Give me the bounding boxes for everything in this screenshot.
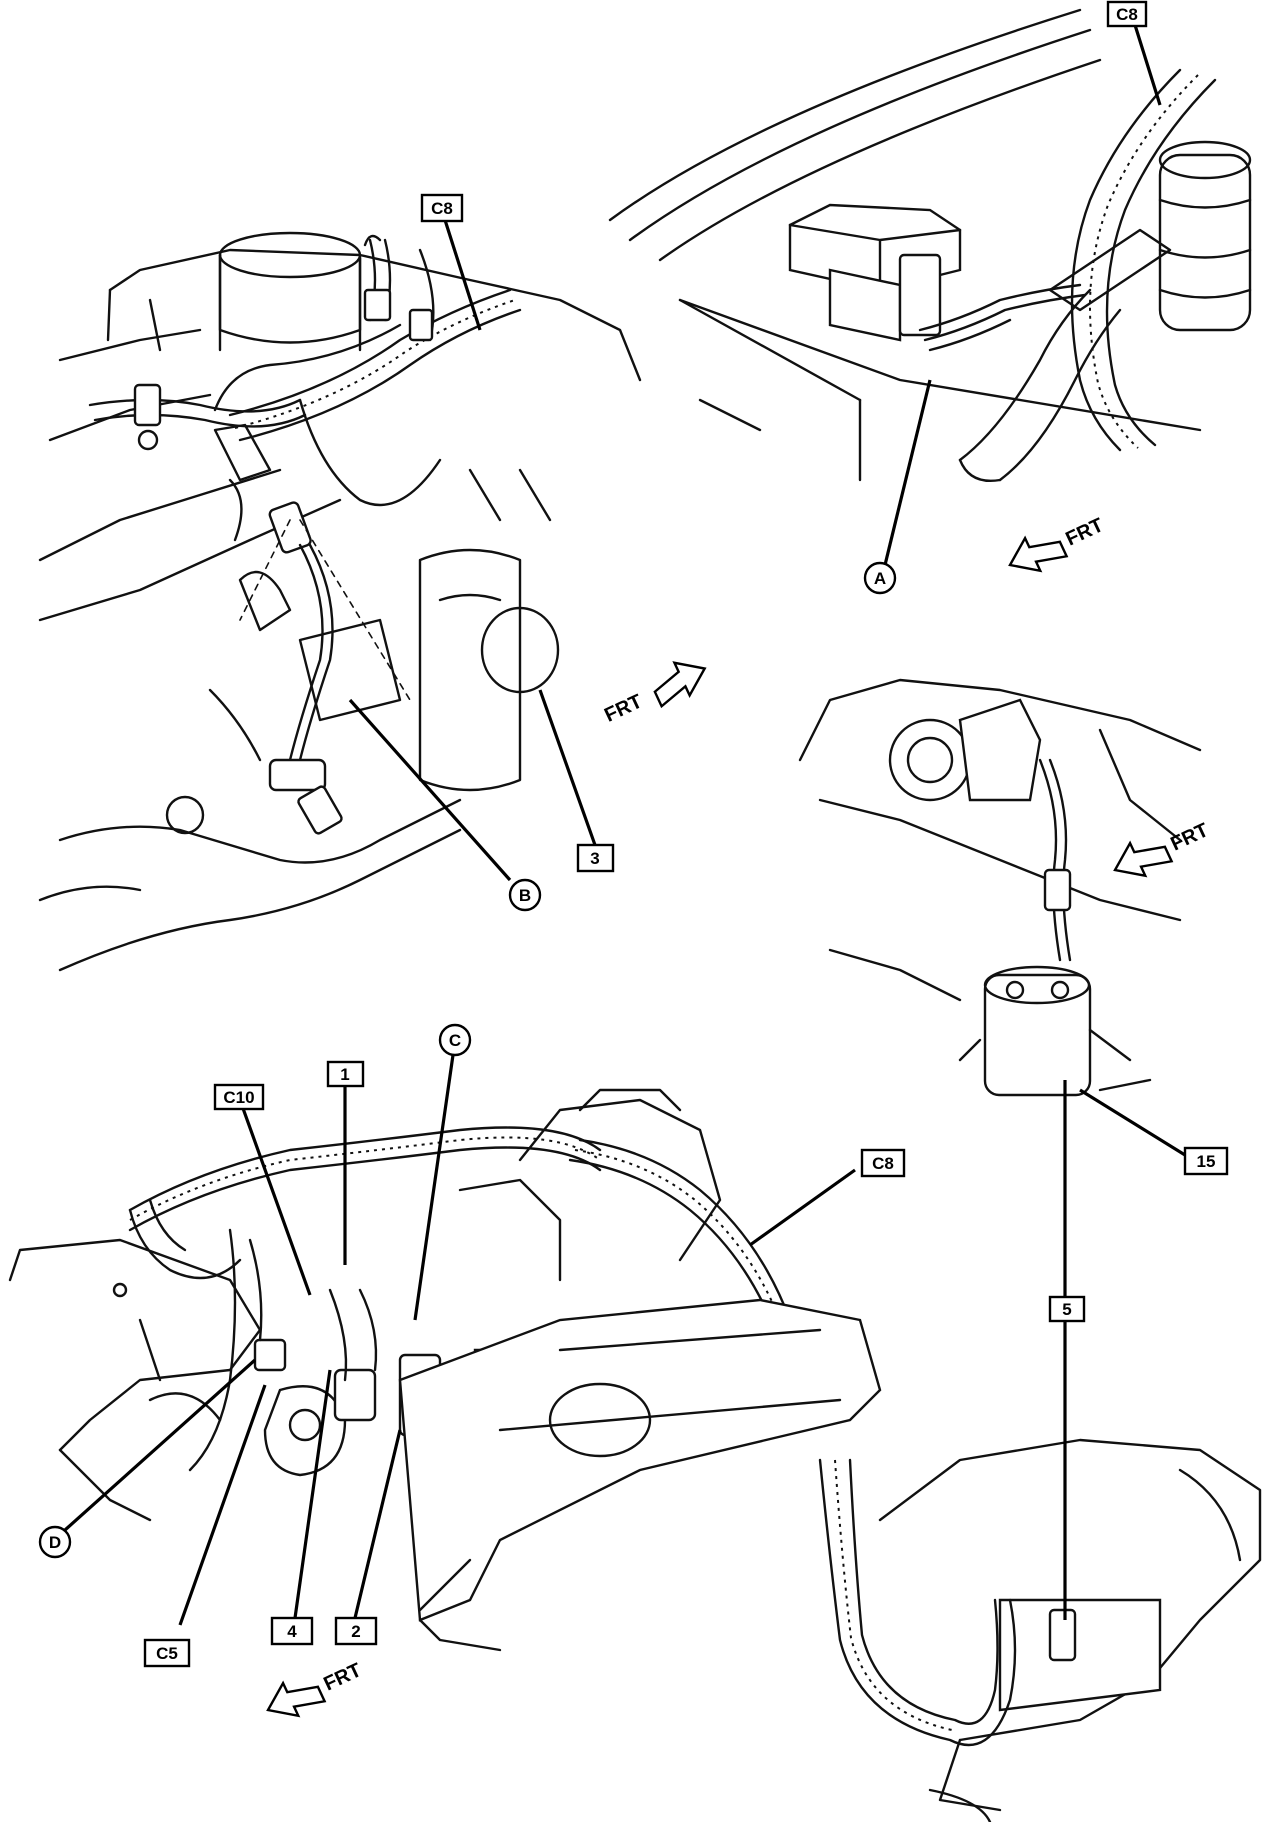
svg-text:C: C bbox=[449, 1031, 461, 1050]
label-c8-top-right: C8 bbox=[1106, 0, 1148, 28]
frt-label: FRT bbox=[1062, 514, 1107, 550]
frt-label: FRT bbox=[320, 1659, 365, 1695]
svg-text:15: 15 bbox=[1197, 1152, 1216, 1171]
leader-d bbox=[63, 1358, 257, 1532]
label-1: 1 bbox=[326, 1060, 365, 1088]
oxygen-sensor-view bbox=[38, 231, 642, 972]
leader-a bbox=[883, 379, 932, 566]
frt-label: FRT bbox=[1167, 819, 1212, 855]
frt-arrow-top-right: FRT bbox=[1008, 514, 1107, 573]
relay-harness-view bbox=[608, 8, 1252, 482]
label-15: 15 bbox=[1183, 1146, 1229, 1176]
leader-2 bbox=[353, 1429, 402, 1619]
svg-text:5: 5 bbox=[1062, 1300, 1071, 1319]
frt-label: FRT bbox=[601, 690, 646, 726]
svg-text:4: 4 bbox=[287, 1622, 297, 1641]
label-2: 2 bbox=[334, 1616, 378, 1646]
svg-text:B: B bbox=[519, 886, 531, 905]
leader-c8-top-right bbox=[1133, 24, 1162, 106]
leader-lines bbox=[63, 24, 1186, 1626]
svg-text:3: 3 bbox=[590, 849, 599, 868]
engine-transmission-view bbox=[8, 1088, 1262, 1822]
svg-text:A: A bbox=[874, 569, 886, 588]
svg-text:C8: C8 bbox=[1116, 5, 1138, 24]
label-a: A bbox=[863, 561, 897, 595]
label-d: D bbox=[38, 1525, 72, 1559]
label-c5: C5 bbox=[143, 1638, 191, 1668]
label-c10: C10 bbox=[213, 1083, 265, 1111]
svg-text:1: 1 bbox=[340, 1065, 349, 1084]
frt-arrow-bottom: FRT bbox=[266, 1659, 365, 1718]
label-3: 3 bbox=[576, 843, 615, 873]
leader-3 bbox=[538, 689, 597, 846]
leader-c5 bbox=[178, 1384, 267, 1626]
svg-text:2: 2 bbox=[351, 1622, 360, 1641]
leader-c bbox=[413, 1054, 455, 1321]
leader-c10 bbox=[238, 1099, 312, 1296]
svg-text:C8: C8 bbox=[431, 199, 453, 218]
svg-text:C10: C10 bbox=[223, 1088, 254, 1107]
svg-text:C5: C5 bbox=[156, 1644, 178, 1663]
label-c8-top-left: C8 bbox=[420, 193, 464, 223]
label-5: 5 bbox=[1048, 1295, 1086, 1323]
svg-text:D: D bbox=[49, 1533, 61, 1552]
label-c8-bottom: C8 bbox=[860, 1148, 906, 1178]
label-4: 4 bbox=[270, 1616, 314, 1646]
frt-arrow-top-left: FRT bbox=[601, 661, 707, 727]
generator-view bbox=[798, 678, 1202, 1097]
svg-text:C8: C8 bbox=[872, 1154, 894, 1173]
label-b: B bbox=[508, 878, 542, 912]
leader-15 bbox=[1079, 1088, 1186, 1157]
leader-4 bbox=[293, 1369, 332, 1619]
leader-c8-bottom bbox=[749, 1168, 856, 1247]
frt-arrow-middle-right: FRT bbox=[1113, 819, 1212, 878]
leader-b bbox=[348, 698, 512, 882]
leader-c8-top-left bbox=[443, 219, 482, 331]
label-c: C bbox=[438, 1023, 472, 1057]
